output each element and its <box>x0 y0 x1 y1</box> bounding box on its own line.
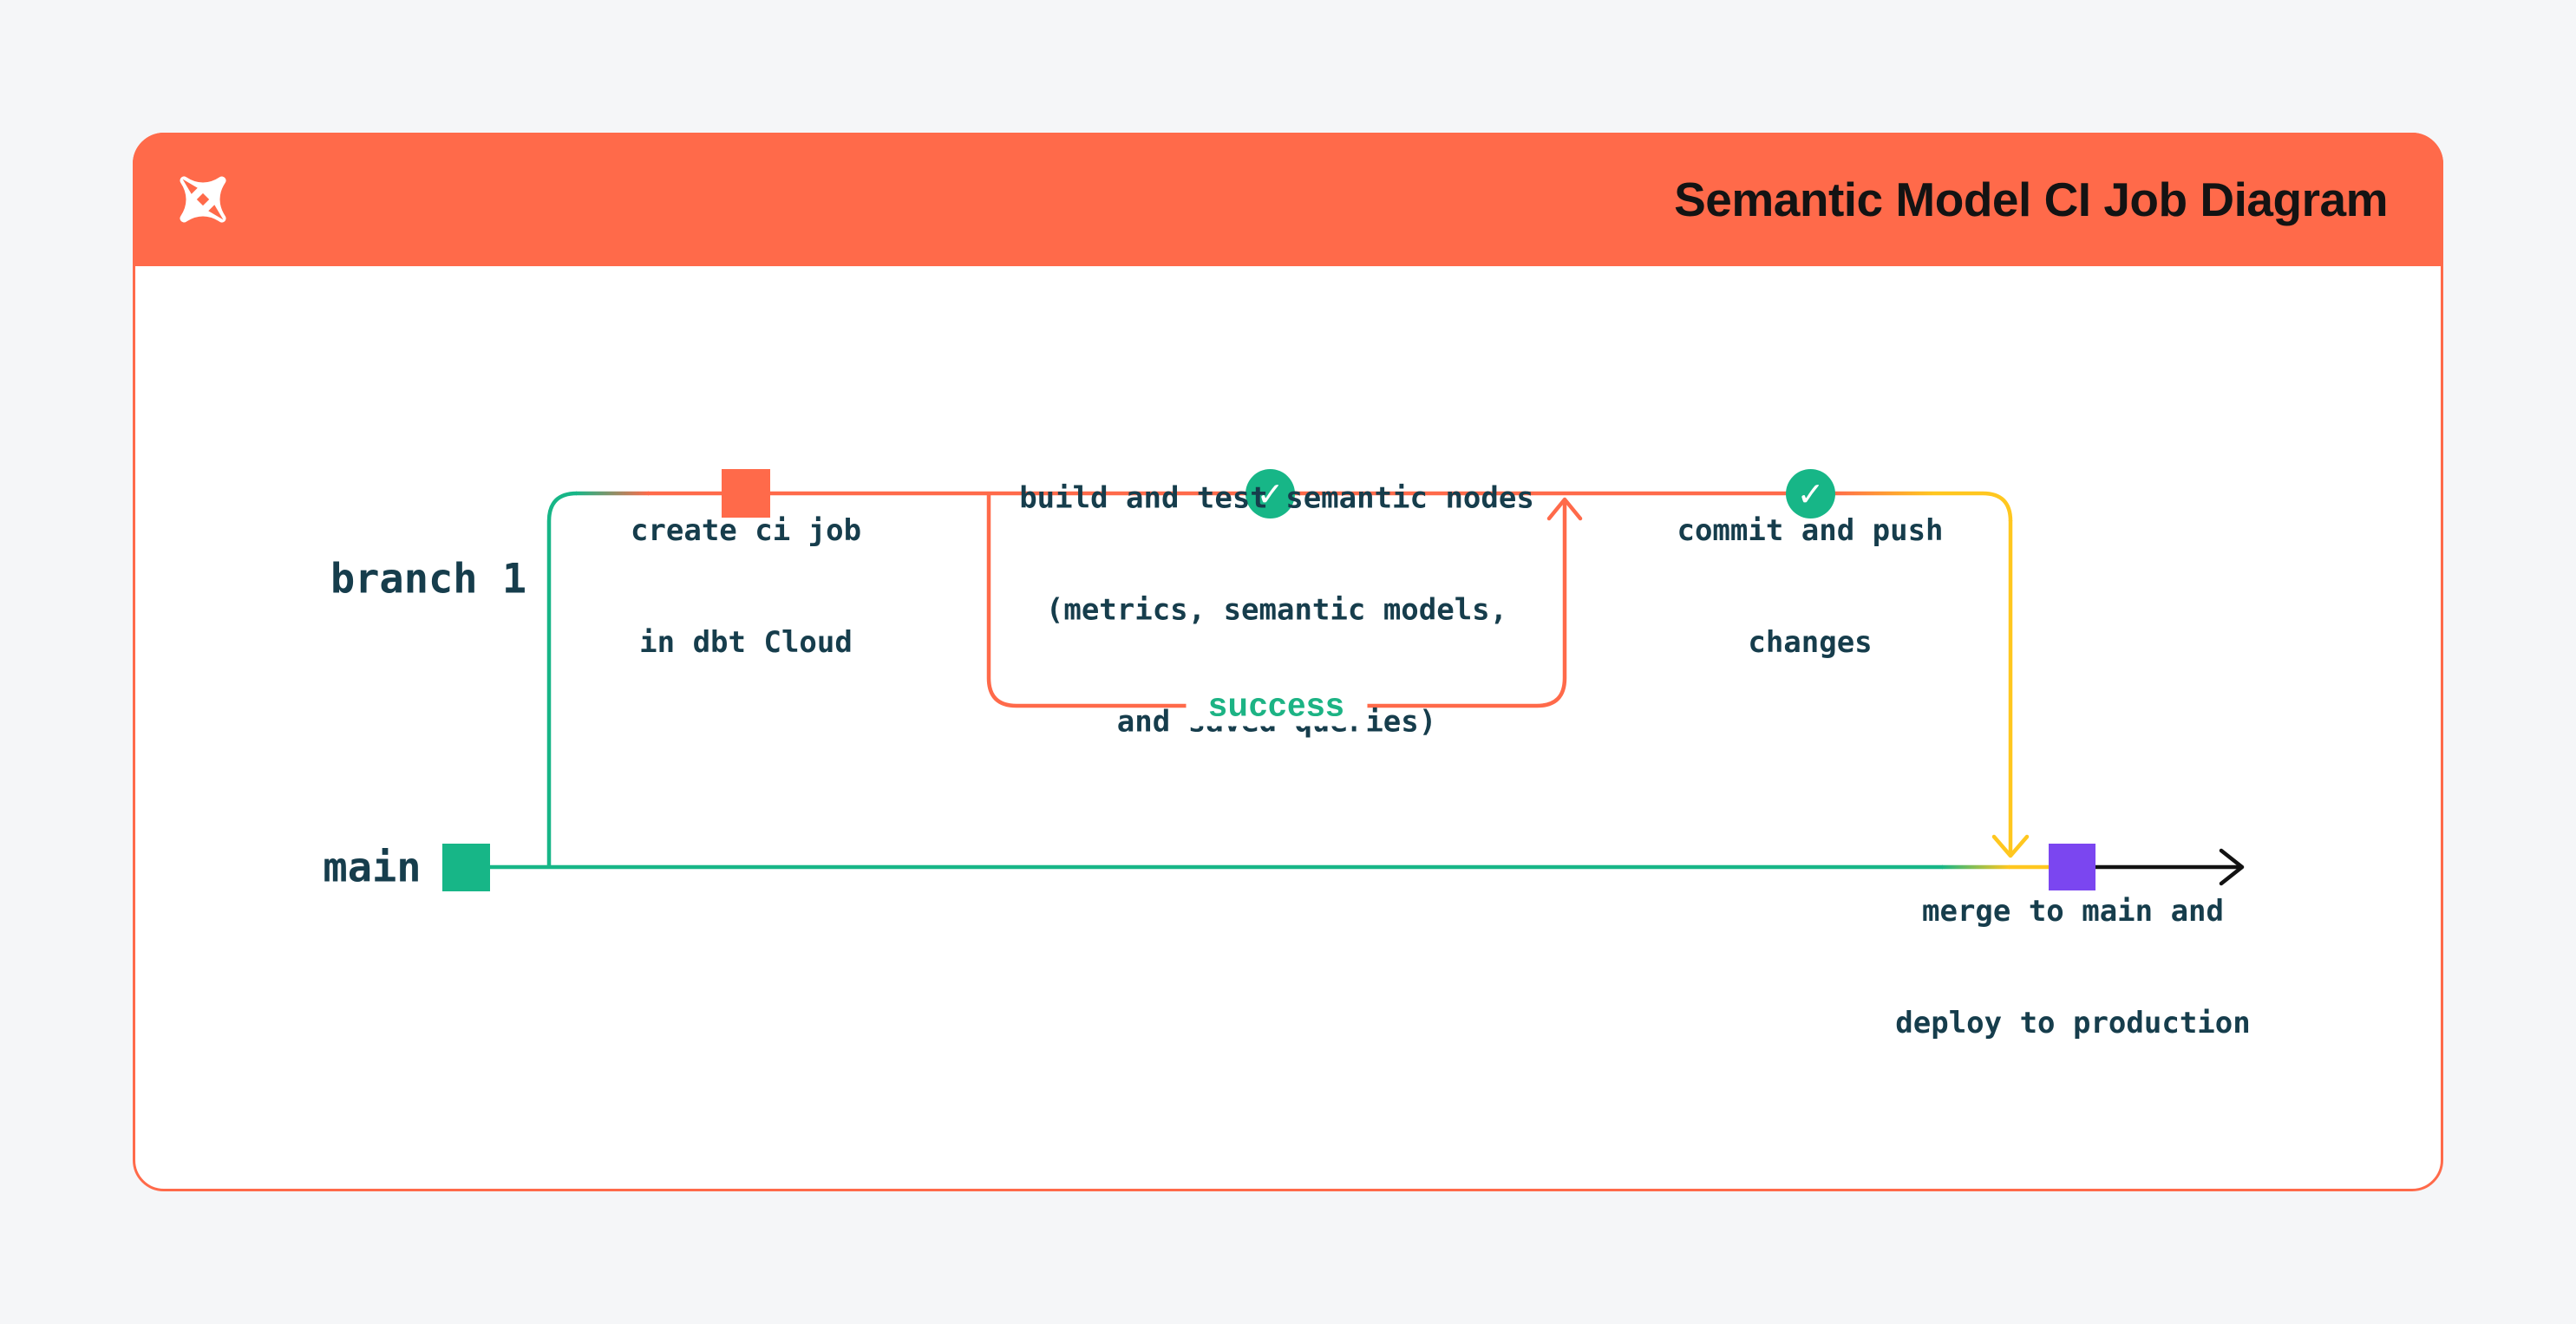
main-start-commit-square <box>442 844 490 891</box>
check-glyph: ✓ <box>1796 474 1825 513</box>
build-and-test-line1: build and test semantic nodes <box>1019 480 1534 516</box>
deploy-arrowhead-right <box>2219 848 2245 886</box>
build-test-check-icon: ✓ <box>1246 469 1295 519</box>
diagram-card: Semantic Model CI Job Diagram <box>133 133 2443 1191</box>
card-header: Semantic Model CI Job Diagram <box>133 133 2443 266</box>
create-ci-job-line1: create ci job <box>630 513 862 548</box>
merge-commit-square <box>2049 844 2095 890</box>
success-label: success <box>1186 685 1368 727</box>
merge-to-main-label: merge to main and deploy to production <box>1895 819 2250 1117</box>
branch-gradient-orange-yellow <box>1832 491 2013 522</box>
build-and-test-label: build and test semantic nodes (metrics, … <box>1019 406 1534 816</box>
success-loop-arrowhead-up <box>1546 497 1583 521</box>
build-and-test-line2: (metrics, semantic models, <box>1045 592 1508 628</box>
commit-and-push-line2: changes <box>1748 625 1873 660</box>
merge-to-main-line2: deploy to production <box>1895 1006 2251 1040</box>
dbt-logo-icon <box>180 176 226 223</box>
create-ci-job-commit-square <box>722 469 770 518</box>
main-label: main <box>323 844 422 892</box>
branch-1-label: branch 1 <box>330 555 527 603</box>
page-title: Semantic Model CI Job Diagram <box>1674 173 2388 226</box>
merge-to-main-line1: merge to main and <box>1922 894 2224 929</box>
branch-start-line <box>546 491 578 867</box>
merge-arrowhead-down <box>1991 834 2030 858</box>
create-ci-job-label: create ci job in dbt Cloud <box>631 438 861 736</box>
create-ci-job-line2: in dbt Cloud <box>639 625 853 660</box>
commit-push-check-icon: ✓ <box>1786 469 1835 519</box>
check-glyph: ✓ <box>1256 474 1285 513</box>
commit-and-push-line1: commit and push <box>1677 513 1944 548</box>
commit-and-push-label: commit and push changes <box>1677 438 1943 736</box>
